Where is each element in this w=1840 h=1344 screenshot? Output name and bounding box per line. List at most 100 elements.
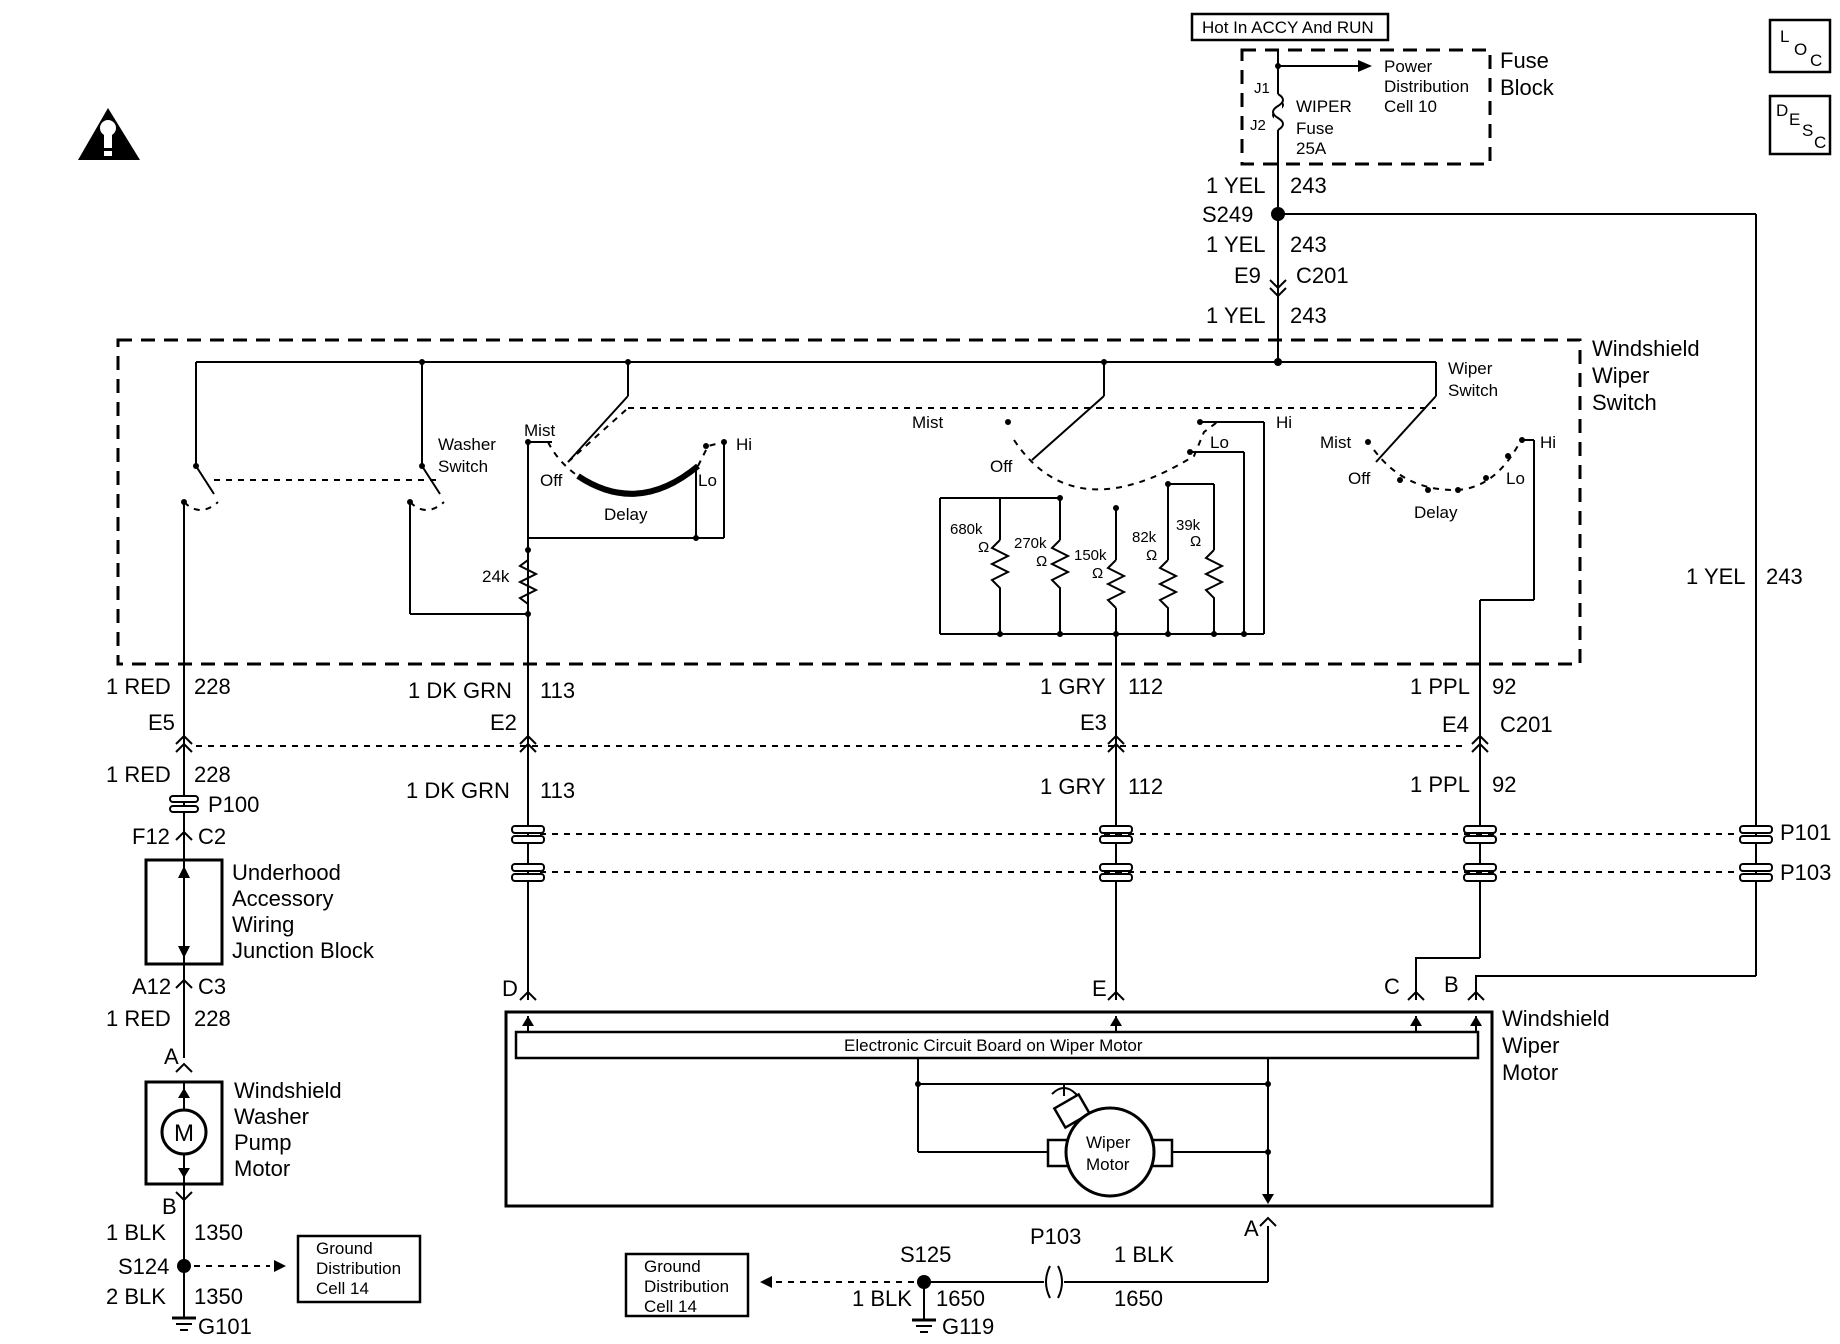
diagram-label: 1 GRY xyxy=(1040,774,1106,799)
diagram-label: B xyxy=(1444,972,1459,997)
diagram-label: 25A xyxy=(1296,139,1327,158)
diagram-label: Electronic Circuit Board on Wiper Motor xyxy=(844,1036,1143,1055)
caution-icon[interactable] xyxy=(78,108,140,160)
diagram-label: Washer xyxy=(234,1104,309,1129)
diagram-label: Distribution xyxy=(1384,77,1469,96)
ground-g119: P103 1 BLK 1650 S125 1 BLK 1650 G119 Gro… xyxy=(624,1224,1269,1339)
diagram-label: Ω xyxy=(978,539,989,556)
diagram-label: 228 xyxy=(194,762,231,787)
diagram-label: 243 xyxy=(1290,303,1327,328)
connector-p101 xyxy=(511,825,1773,844)
diagram-label: 1 PPL xyxy=(1410,674,1470,699)
diagram-label: C xyxy=(1814,133,1826,152)
diagram-label: 1650 xyxy=(1114,1286,1163,1311)
diagram-label: Underhood xyxy=(232,860,341,885)
diagram-label: P103 xyxy=(1780,860,1831,885)
resistor-24k xyxy=(517,550,539,614)
connector-c201-e5 xyxy=(175,734,193,753)
diagram-label: Mist xyxy=(912,413,943,432)
diagram-label: 1 BLK xyxy=(852,1286,912,1311)
diagram-label: S249 xyxy=(1202,202,1253,227)
diagram-label: C201 xyxy=(1296,263,1349,288)
diagram-label: 92 xyxy=(1492,674,1516,699)
diagram-label: 92 xyxy=(1492,772,1516,797)
diagram-label: Lo xyxy=(698,471,717,490)
diagram-label: 1 BLK xyxy=(106,1220,166,1245)
diagram-label: 2 BLK xyxy=(106,1284,166,1309)
diagram-label: O xyxy=(1794,40,1807,59)
diagram-label: E4 xyxy=(1442,712,1469,737)
diagram-label: 1650 xyxy=(936,1286,985,1311)
ground-icon xyxy=(172,1316,196,1331)
diagram-label: 1 YEL xyxy=(1206,303,1266,328)
diagram-label: Hi xyxy=(736,435,752,454)
resistor-82k xyxy=(1157,559,1179,634)
diagram-label: Motor xyxy=(234,1156,290,1181)
diagram-label: S xyxy=(1802,121,1813,140)
connector-p103 xyxy=(511,863,1773,882)
arrow-right-icon xyxy=(1358,60,1372,72)
diagram-label: G101 xyxy=(198,1314,252,1339)
diagram-label: Wiper xyxy=(1448,359,1493,378)
diagram-label: 243 xyxy=(1290,173,1327,198)
diagram-label: 1 YEL xyxy=(1206,232,1266,257)
wiper-switch: Windshield Wiper Switch Washer Switch xyxy=(116,325,1700,666)
splice-s124 xyxy=(177,1259,191,1273)
diagram-label: Mist xyxy=(1320,433,1351,452)
washer-pump-motor: A M Windshield Washer Pump Motor B xyxy=(144,1020,342,1219)
connector-c201-e2 xyxy=(519,734,537,753)
diagram-label: A xyxy=(1244,1216,1259,1241)
diagram-label: Cell 14 xyxy=(644,1297,697,1316)
diagram-label: Cell 14 xyxy=(316,1279,369,1298)
wiper-motor: Windshield Wiper Motor D E C B Electroni… xyxy=(502,972,1610,1241)
diagram-label: Pump xyxy=(234,1130,291,1155)
electronic-circuit-board xyxy=(514,1030,1480,1060)
diagram-label: Distribution xyxy=(644,1277,729,1296)
loc-icon[interactable]: L O C xyxy=(1768,18,1832,74)
ground-icon xyxy=(912,1318,936,1333)
diagram-label: D xyxy=(1776,101,1788,120)
ground-g101: 1 BLK 1350 S124 2 BLK 1350 G101 Ground D… xyxy=(106,1184,422,1339)
diagram-label: C3 xyxy=(198,974,226,999)
diagram-label: 113 xyxy=(540,778,575,803)
desc-icon[interactable]: D E S C xyxy=(1768,94,1832,156)
ground-distribution-link[interactable] xyxy=(296,1234,422,1304)
diagram-label: Windshield xyxy=(1592,336,1700,361)
diagram-label: 1 BLK xyxy=(1114,1242,1174,1267)
connector-p103-ground xyxy=(1045,1265,1063,1299)
diagram-label: Switch xyxy=(438,457,488,476)
diagram-label: B xyxy=(162,1194,177,1219)
diagram-label: 1 RED xyxy=(106,674,171,699)
diagram-label: 228 xyxy=(194,674,231,699)
connector-c201-e9 xyxy=(1269,279,1287,298)
feed-right-branch: 1 YEL 243 xyxy=(1686,214,1803,976)
diagram-label: 1 DK GRN xyxy=(408,678,512,703)
ground-distribution-link[interactable] xyxy=(624,1252,750,1318)
diagram-label: Ω xyxy=(1036,553,1047,570)
diagram-label: 243 xyxy=(1766,564,1803,589)
diagram-label: Off xyxy=(540,471,563,490)
resistor-270k xyxy=(1049,539,1071,634)
diagram-label: P101 xyxy=(1780,820,1831,845)
diagram-label: P100 xyxy=(208,792,259,817)
diagram-label: 1 YEL xyxy=(1206,173,1266,198)
diagram-label: G119 xyxy=(942,1314,994,1339)
wiper-switch-outline xyxy=(116,338,1582,666)
diagram-label: Washer xyxy=(438,435,496,454)
diagram-label: Lo xyxy=(1210,433,1229,452)
diagram-label: Wiring xyxy=(232,912,294,937)
circuit-wires: 1 RED 228 E5 1 RED 228 P100 F12 C2 1 DK … xyxy=(106,664,1831,1031)
resistor-39k xyxy=(1203,549,1225,634)
diagram-label: Ground xyxy=(316,1239,373,1258)
diagram-label: Windshield xyxy=(234,1078,342,1103)
power-source-label: Hot In ACCY And RUN xyxy=(1190,12,1390,42)
diagram-label: 243 xyxy=(1290,232,1327,257)
diagram-label: Distribution xyxy=(316,1259,401,1278)
diagram-label: E3 xyxy=(1080,710,1107,735)
diagram-label: E xyxy=(1789,110,1800,129)
diagram-label: Switch xyxy=(1592,390,1657,415)
diagram-label: 112 xyxy=(1128,674,1163,699)
diagram-label: 82k xyxy=(1132,529,1157,546)
diagram-label: D xyxy=(502,976,518,1001)
diagram-label: Junction Block xyxy=(232,938,375,963)
